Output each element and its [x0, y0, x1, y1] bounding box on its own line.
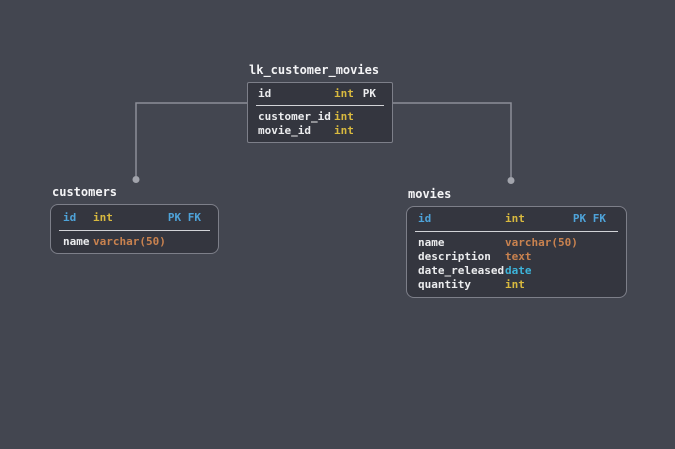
column-name: date_released: [418, 264, 505, 277]
table-title: movies: [408, 187, 452, 201]
table-row: date_released date: [407, 264, 626, 278]
column-name: description: [418, 250, 491, 263]
table-row: name varchar(50): [407, 236, 626, 250]
column-type: text: [505, 250, 532, 263]
column-name: movie_id: [258, 124, 311, 137]
column-type: int: [505, 278, 525, 291]
table-row: movie_id int: [248, 124, 392, 138]
header-divider: [256, 104, 384, 106]
table-title: customers: [52, 185, 118, 199]
key-badge: PK FK: [572, 212, 606, 226]
column-name: name: [418, 236, 445, 249]
column-type: int: [334, 87, 354, 101]
column-type: varchar(50): [505, 236, 578, 249]
column-type: int: [505, 212, 525, 226]
column-name: quantity: [418, 278, 471, 291]
connector-lk-to-movies: [393, 102, 512, 177]
header-divider: [415, 230, 618, 232]
connector-lk-to-customers: [135, 102, 248, 176]
key-badge: PK FK: [167, 210, 201, 224]
column-name: id: [418, 212, 432, 226]
table-customers[interactable]: customers id int PK FK name varchar(50): [50, 186, 219, 254]
table-title: lk_customer_movies: [249, 63, 380, 77]
column-type: varchar(50): [93, 235, 166, 248]
column-name: name: [63, 235, 90, 248]
table-row: customer_id int: [248, 110, 392, 124]
table-row: description text: [407, 250, 626, 264]
column-type: int: [334, 110, 354, 123]
column-name: id: [258, 87, 272, 101]
connector-endpoint-customers: [132, 176, 140, 183]
table-row: name varchar(50): [51, 235, 218, 249]
table-header-row: id int PK FK: [407, 207, 626, 231]
connector-endpoint-movies: [507, 177, 515, 184]
column-name: id: [63, 210, 77, 224]
key-badge: PK: [362, 87, 376, 101]
table-movies[interactable]: movies id int PK FK name varchar(50) des…: [406, 188, 627, 298]
table-header-row: id int PK FK: [51, 205, 218, 230]
column-type: int: [93, 210, 113, 224]
table-row: quantity int: [407, 278, 626, 292]
table-header-row: id int PK: [248, 83, 392, 105]
column-type: date: [505, 264, 532, 277]
table-lk-customer-movies[interactable]: lk_customer_movies id int PK customer_id…: [247, 64, 393, 143]
header-divider: [59, 229, 210, 231]
column-name: customer_id: [258, 110, 331, 123]
column-type: int: [334, 124, 354, 137]
